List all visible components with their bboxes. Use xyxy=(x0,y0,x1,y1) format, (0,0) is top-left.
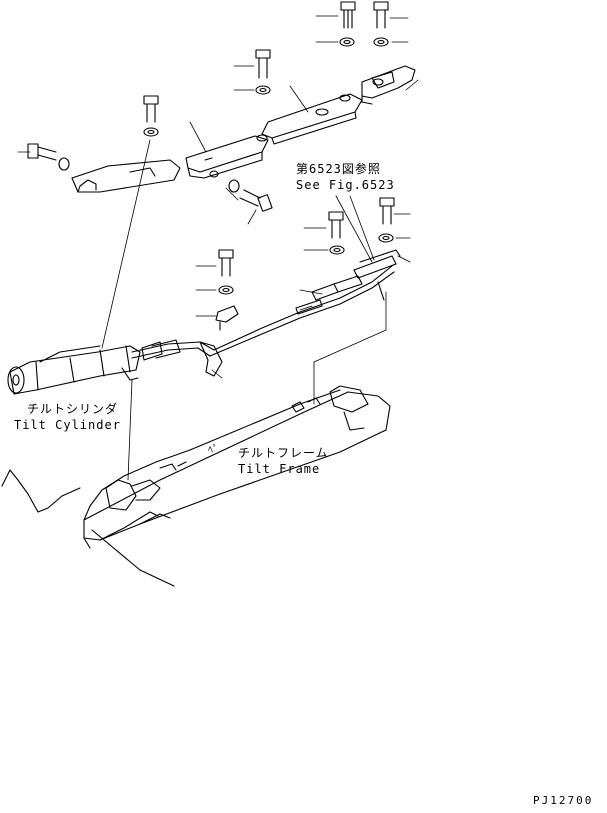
bolt-top-2 xyxy=(373,1,389,29)
leader-lines-top xyxy=(17,15,419,225)
stray-mark: ﾍﾟ xyxy=(208,445,219,456)
bolt-mid-right-2 xyxy=(378,197,395,243)
tilt-frame-drawing xyxy=(1,385,391,587)
figure-reference-label-jp: 第6523図参照 xyxy=(296,162,381,176)
figure-reference-label-en: See Fig.6523 xyxy=(296,178,395,192)
tilt-cylinder-label-jp: チルトシリンダ xyxy=(27,402,119,416)
tilt-cylinder-drawing xyxy=(7,345,141,395)
cylinder-mount-bracket xyxy=(71,159,181,193)
bolt-top-1 xyxy=(340,1,356,29)
tilt-cylinder-label-en: Tilt Cylinder xyxy=(14,418,121,432)
drawing-code: PJ12700 xyxy=(533,794,594,807)
bolt-top-4 xyxy=(143,95,159,123)
connection-lines xyxy=(101,139,387,481)
bolt-top-3 xyxy=(255,49,271,79)
bolt-angled-middle xyxy=(239,189,273,212)
bolt-mid-left xyxy=(218,249,234,295)
washer-set-top xyxy=(58,37,389,193)
bolt-mid-right-1 xyxy=(328,211,345,255)
tilt-frame-label-en: Tilt Frame xyxy=(238,462,321,476)
upper-bracket-middle xyxy=(261,93,363,145)
upper-bracket-right xyxy=(361,65,416,105)
leader-lines-mid xyxy=(195,195,411,379)
tilt-frame-label-jp: チルトフレーム xyxy=(238,446,329,460)
hose-clamp xyxy=(215,305,239,331)
upper-bracket-left xyxy=(185,135,269,179)
bolt-horizontal-left xyxy=(27,143,57,161)
hose-assembly xyxy=(131,249,401,377)
